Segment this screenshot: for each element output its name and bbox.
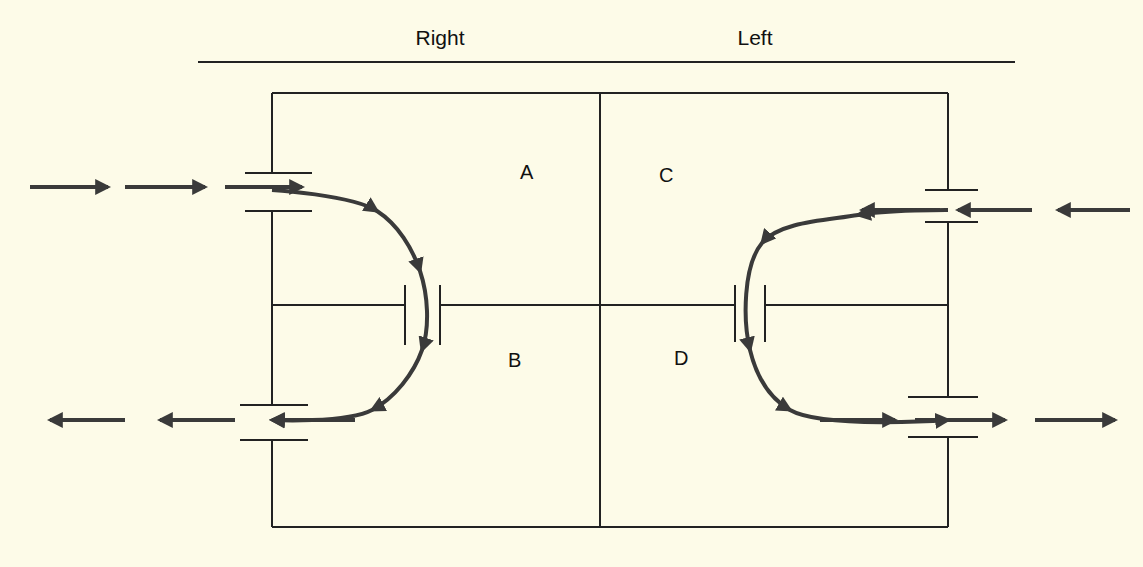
chamber-box: C bbox=[600, 93, 948, 305]
flow-arrows bbox=[30, 187, 1130, 420]
chamber-box: B bbox=[272, 305, 600, 527]
chamber-box: D bbox=[600, 305, 948, 527]
chamber-letter: C bbox=[659, 164, 673, 186]
chamber-walls bbox=[198, 62, 1015, 527]
side-heading: Right bbox=[415, 26, 464, 50]
chamber-box: A bbox=[272, 93, 600, 305]
chamber-letter: D bbox=[674, 347, 688, 369]
chamber-letter: B bbox=[508, 349, 521, 371]
blood-flow-arrow bbox=[746, 210, 948, 422]
chamber-letter: A bbox=[520, 161, 533, 183]
side-heading: Left bbox=[737, 26, 772, 50]
blood-flow-arrow bbox=[272, 190, 427, 420]
